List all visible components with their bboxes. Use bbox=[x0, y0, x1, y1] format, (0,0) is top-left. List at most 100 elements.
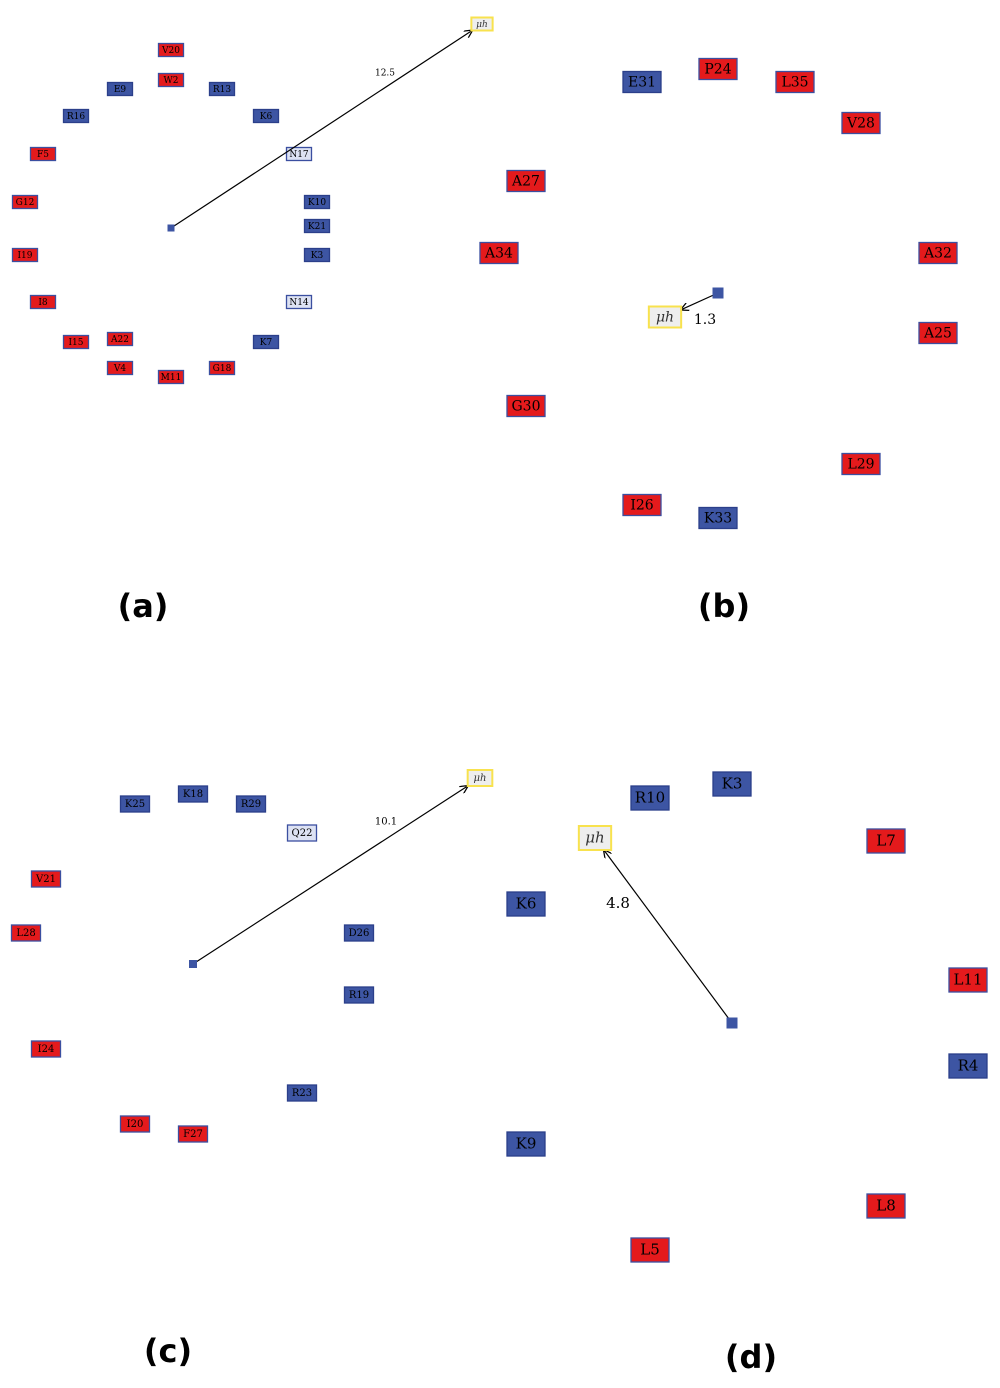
residue-i26: I26 bbox=[622, 493, 662, 517]
residue-label: L8 bbox=[876, 1197, 896, 1215]
helix-center-marker bbox=[189, 960, 197, 968]
residue-f27: F27 bbox=[177, 1125, 209, 1143]
residue-box bbox=[235, 795, 267, 813]
residue-k33: K33 bbox=[698, 506, 738, 530]
residue-m11: M11 bbox=[157, 369, 185, 385]
residue-box bbox=[106, 331, 134, 347]
residue-label: K33 bbox=[704, 511, 732, 527]
moment-arrow bbox=[170, 31, 472, 229]
residue-w2: W2 bbox=[157, 72, 185, 88]
residue-r4: R4 bbox=[948, 1053, 988, 1079]
residue-box bbox=[11, 247, 39, 263]
residue-d26: D26 bbox=[343, 924, 375, 942]
moment-magnitude: 4.8 bbox=[606, 894, 630, 912]
residue-label: I15 bbox=[68, 338, 83, 348]
residue-label: D26 bbox=[349, 928, 370, 939]
residue-box bbox=[157, 369, 185, 385]
moment-magnitude: 1.3 bbox=[694, 312, 716, 328]
residue-box bbox=[479, 241, 519, 265]
residue-box bbox=[30, 1040, 62, 1058]
residue-a22: A22 bbox=[106, 331, 134, 347]
residue-r29: R29 bbox=[235, 795, 267, 813]
residue-r13: R13 bbox=[208, 81, 236, 97]
residue-label: E9 bbox=[114, 85, 127, 95]
residue-i20: I20 bbox=[119, 1115, 151, 1133]
residue-v20: V20 bbox=[157, 42, 185, 58]
residue-box bbox=[866, 1193, 906, 1219]
residue-label: A22 bbox=[110, 335, 129, 345]
residue-e31: E31 bbox=[622, 70, 662, 94]
residue-box bbox=[208, 360, 236, 376]
residue-box bbox=[286, 1084, 318, 1102]
residue-label: F5 bbox=[37, 150, 49, 160]
residue-label: K3 bbox=[722, 775, 743, 793]
residue-box bbox=[29, 294, 57, 310]
residue-label: L28 bbox=[16, 928, 35, 939]
residue-label: A34 bbox=[484, 246, 513, 262]
residue-label: K6 bbox=[516, 895, 537, 913]
mu-h-box bbox=[577, 825, 613, 851]
mu-h-marker: μh bbox=[577, 825, 613, 851]
residue-l35: L35 bbox=[775, 70, 815, 94]
residue-box bbox=[106, 360, 134, 376]
residue-a34: A34 bbox=[479, 241, 519, 265]
residue-g18: G18 bbox=[208, 360, 236, 376]
mu-h-box bbox=[466, 769, 494, 787]
residue-label: K21 bbox=[308, 222, 326, 232]
moment-arrow bbox=[604, 850, 733, 1024]
panel-label: (c) bbox=[144, 1332, 192, 1370]
residue-label: L5 bbox=[640, 1241, 660, 1259]
residue-box bbox=[698, 57, 738, 81]
residue-k3: K3 bbox=[303, 247, 331, 263]
moment-magnitude: 10.1 bbox=[375, 817, 397, 828]
residue-box bbox=[918, 321, 958, 345]
moment-arrow bbox=[681, 292, 719, 310]
residue-box bbox=[29, 146, 57, 162]
residue-box bbox=[918, 241, 958, 265]
residue-n17: N17 bbox=[285, 146, 313, 162]
residue-g30: G30 bbox=[506, 394, 546, 418]
residue-box bbox=[119, 795, 151, 813]
residue-box bbox=[303, 247, 331, 263]
residue-box bbox=[622, 493, 662, 517]
residue-label: K25 bbox=[125, 799, 145, 810]
residue-label: F27 bbox=[183, 1129, 203, 1140]
residue-k6: K6 bbox=[252, 108, 280, 124]
residue-l11: L11 bbox=[948, 967, 988, 993]
residue-label: I19 bbox=[17, 251, 32, 261]
residue-label: G12 bbox=[16, 198, 35, 208]
mu-h-label: μh bbox=[476, 20, 488, 30]
residue-k7: K7 bbox=[252, 334, 280, 350]
mu-h-marker: μh bbox=[470, 16, 494, 32]
residue-box bbox=[157, 72, 185, 88]
residue-i8: I8 bbox=[29, 294, 57, 310]
moment-magnitude: 12.5 bbox=[375, 69, 395, 79]
residue-i24: I24 bbox=[30, 1040, 62, 1058]
residue-label: R4 bbox=[958, 1057, 979, 1075]
residue-box bbox=[252, 108, 280, 124]
residue-box bbox=[343, 986, 375, 1004]
residue-l8: L8 bbox=[866, 1193, 906, 1219]
residue-k3: K3 bbox=[712, 771, 752, 797]
residue-label: I26 bbox=[630, 498, 653, 514]
residue-f5: F5 bbox=[29, 146, 57, 162]
residue-l28: L28 bbox=[10, 924, 42, 942]
residue-box bbox=[630, 1237, 670, 1263]
moment-arrow bbox=[192, 786, 468, 965]
residue-label: R23 bbox=[292, 1088, 312, 1099]
residue-k25: K25 bbox=[119, 795, 151, 813]
helix-center-marker bbox=[167, 224, 175, 232]
residue-a32: A32 bbox=[918, 241, 958, 265]
residue-label: R16 bbox=[67, 112, 86, 122]
residue-label: R13 bbox=[213, 85, 232, 95]
residue-label: L11 bbox=[953, 971, 982, 989]
residue-label: K9 bbox=[516, 1135, 537, 1153]
residue-i15: I15 bbox=[62, 334, 90, 350]
residue-box bbox=[303, 194, 331, 210]
helix-center-marker bbox=[712, 287, 724, 299]
residue-box bbox=[119, 1115, 151, 1133]
